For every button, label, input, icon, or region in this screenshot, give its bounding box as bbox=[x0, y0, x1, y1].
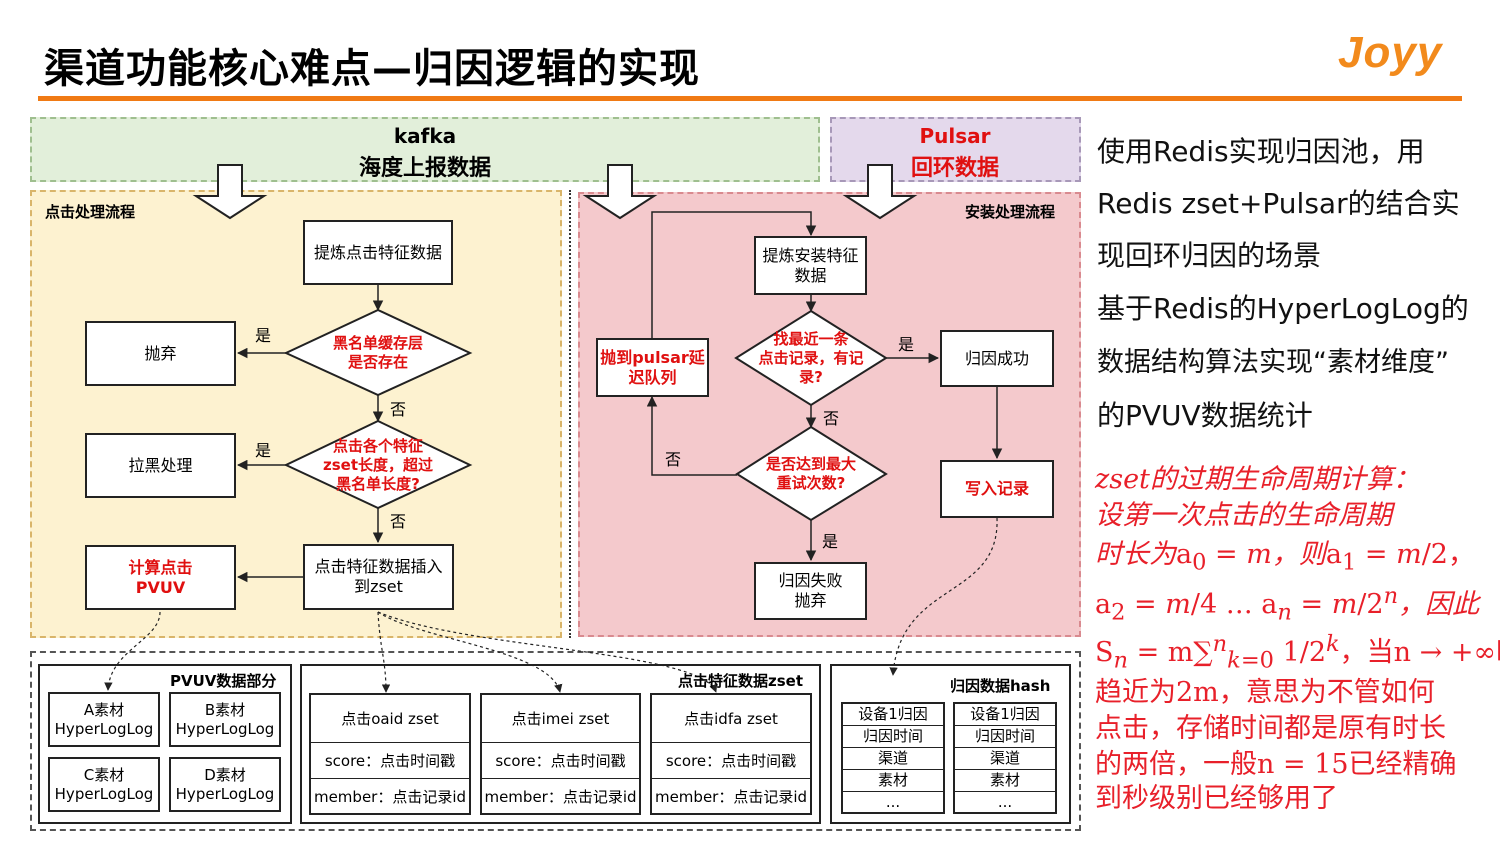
hash-row: 素材 bbox=[843, 770, 943, 792]
no-label: 否 bbox=[390, 512, 407, 531]
yes-label: 是 bbox=[822, 532, 839, 551]
formula-line: 时长为a0 = m，则a1 = m/2， bbox=[1095, 539, 1475, 576]
zset-table-title: 点击oaid zset bbox=[311, 695, 469, 743]
insert-zset-box: 点击特征数据插入 到zset bbox=[303, 544, 454, 610]
attribution-fail-box: 归因失败 抛弃 bbox=[754, 562, 867, 620]
formula-line: zset的过期生命周期计算： bbox=[1095, 457, 1420, 496]
hash-section-label: 归因数据hash bbox=[950, 677, 1051, 695]
formula-text: ，当n → +∞时 bbox=[1339, 637, 1500, 668]
hash-row: 设备1归因 bbox=[843, 704, 943, 726]
formula-text: ，因此 bbox=[1398, 589, 1480, 620]
pvuv-section-label: PVUV数据部分 bbox=[170, 672, 277, 690]
zset-table-title: 点击imei zset bbox=[482, 695, 639, 743]
blacklist-box: 拉黑处理 bbox=[85, 433, 236, 498]
hash-row: 素材 bbox=[955, 770, 1055, 792]
zset-member-row: member：点击记录id bbox=[484, 787, 637, 806]
hash-row: ... bbox=[885, 793, 901, 811]
hash-row: 渠道 bbox=[843, 748, 943, 770]
formula-text: 设第一次点击的生命周期 bbox=[1095, 500, 1392, 531]
kafka-subtitle: 海度上报数据 bbox=[358, 156, 491, 181]
hash-row: 渠道 bbox=[955, 748, 1055, 770]
calc-pvuv-box: 计算点击 PVUV bbox=[85, 545, 236, 610]
click-flow-label: 点击处理流程 bbox=[45, 203, 136, 221]
write-record-box: 写入记录 bbox=[940, 460, 1054, 518]
zset-table-imei: 点击imei zset score：点击时间戳 member：点击记录id bbox=[480, 693, 641, 815]
big-down-arrow bbox=[192, 164, 918, 220]
formula-text: zset的过期生命周期计算： bbox=[1095, 464, 1420, 495]
region-separator bbox=[569, 190, 571, 638]
attribution-success-box: 归因成功 bbox=[940, 330, 1054, 387]
zset-table-idfa: 点击idfa zset score：点击时间戳 member：点击记录id bbox=[650, 693, 812, 815]
description-line: 数据结构算法实现“素材维度” bbox=[1097, 347, 1449, 378]
formula-text: ，则 bbox=[1271, 539, 1326, 570]
formula-line: 的两倍，一般n = 15已经精确 bbox=[1095, 749, 1457, 780]
hyperloglog-b: B素材 HyperLogLog bbox=[169, 692, 281, 747]
zset-length-decision: 点击各个特征 zset长度，超过 黑名单长度? bbox=[322, 436, 433, 493]
formula-line: 趋近为2m，意思为不管如何 bbox=[1095, 677, 1435, 708]
hash-table-2: 设备1归因 归因时间 渠道 素材 ... bbox=[953, 702, 1057, 814]
extract-install-features: 提炼安装特征 数据 bbox=[754, 236, 867, 295]
formula-line: 到秒级别已经够用了 bbox=[1095, 783, 1338, 814]
pvuv-section bbox=[38, 664, 292, 824]
find-click-record-decision: 找最近一条 点击记录，有记 录? bbox=[758, 329, 864, 386]
title-divider bbox=[38, 96, 1462, 101]
math-sum: Sn = m∑nk=0 1/2k bbox=[1095, 631, 1340, 674]
decision-diamond bbox=[283, 419, 473, 510]
decision-diamond bbox=[735, 425, 888, 522]
zset-score-row: score：点击时间戳 bbox=[311, 743, 469, 779]
zset-member-row: member：点击记录id bbox=[313, 787, 467, 806]
zset-section bbox=[300, 664, 821, 824]
formula-line: Sn = m∑nk=0 1/2k，当n → +∞时 bbox=[1095, 630, 1500, 673]
yes-label: 是 bbox=[255, 326, 272, 345]
hash-row: 归因时间 bbox=[843, 726, 943, 748]
math-an: a2 = m/4 … an = m/2n bbox=[1095, 583, 1399, 626]
hyperloglog-c: C素材 HyperLogLog bbox=[48, 757, 160, 812]
formula-line: 点击，存储时间都是原有时长 bbox=[1095, 713, 1446, 744]
hyperloglog-a: A素材 HyperLogLog bbox=[48, 692, 160, 747]
description-line: Redis zset+Pulsar的结合实 bbox=[1097, 187, 1460, 220]
math-a1: a1 = m/2 bbox=[1325, 539, 1448, 576]
yes-label: 是 bbox=[255, 441, 272, 460]
joyy-logo: Joyy bbox=[1338, 28, 1443, 77]
formula-line: a2 = m/4 … an = m/2n，因此 bbox=[1095, 582, 1479, 625]
blacklist-cache-decision: 黑名单缓存层 是否存在 bbox=[332, 334, 423, 371]
decision-diamond bbox=[283, 308, 473, 397]
hash-row: 归因时间 bbox=[955, 726, 1055, 748]
hyperloglog-d: D素材 HyperLogLog bbox=[169, 757, 281, 812]
install-flow-label: 安装处理流程 bbox=[965, 203, 1056, 221]
math-a0: a0 = m bbox=[1176, 539, 1272, 576]
kafka-banner bbox=[30, 117, 820, 182]
no-label: 否 bbox=[665, 450, 682, 469]
pulsar-title: Pulsar bbox=[919, 124, 991, 148]
hash-row: ... bbox=[997, 793, 1013, 811]
hash-table-1: 设备1归因 归因时间 渠道 素材 ... bbox=[841, 702, 945, 814]
storage-region bbox=[30, 651, 1081, 831]
description-line: 基于Redis的HyperLogLog的 bbox=[1097, 292, 1469, 325]
description-line: 使用Redis实现归因池，用 bbox=[1097, 135, 1425, 168]
max-retry-decision: 是否达到最大 重试次数? bbox=[765, 455, 856, 492]
kafka-title: kafka bbox=[393, 124, 457, 148]
description-line: 的PVUV数据统计 bbox=[1097, 399, 1313, 432]
discard-box: 抛弃 bbox=[85, 321, 236, 386]
hash-row: 设备1归因 bbox=[955, 704, 1055, 726]
no-label: 否 bbox=[390, 400, 407, 419]
zset-table-title: 点击idfa zset bbox=[652, 695, 810, 743]
extract-click-features: 提炼点击特征数据 bbox=[303, 220, 453, 285]
zset-score-row: score：点击时间戳 bbox=[482, 743, 639, 779]
zset-member-row: member：点击记录id bbox=[654, 787, 808, 806]
zset-section-label: 点击特征数据zset bbox=[678, 672, 804, 690]
zset-table-oaid: 点击oaid zset score：点击时间戳 member：点击记录id bbox=[309, 693, 471, 815]
zset-score-row: score：点击时间戳 bbox=[652, 743, 810, 779]
no-label: 否 bbox=[823, 409, 840, 428]
pulsar-delay-queue-box: 抛到pulsar延 迟队列 bbox=[596, 338, 709, 397]
hash-section bbox=[830, 664, 1071, 824]
formula-text: 时长为 bbox=[1095, 539, 1176, 570]
description-line: 现回环归因的场景 bbox=[1097, 239, 1322, 272]
decision-diamond bbox=[734, 309, 888, 407]
yes-label: 是 bbox=[898, 335, 915, 354]
formula-line: 设第一次点击的生命周期 bbox=[1095, 493, 1392, 532]
pulsar-subtitle: 回环数据 bbox=[910, 156, 999, 181]
page-title: 渠道功能核心难点—归因逻辑的实现 bbox=[44, 46, 700, 92]
